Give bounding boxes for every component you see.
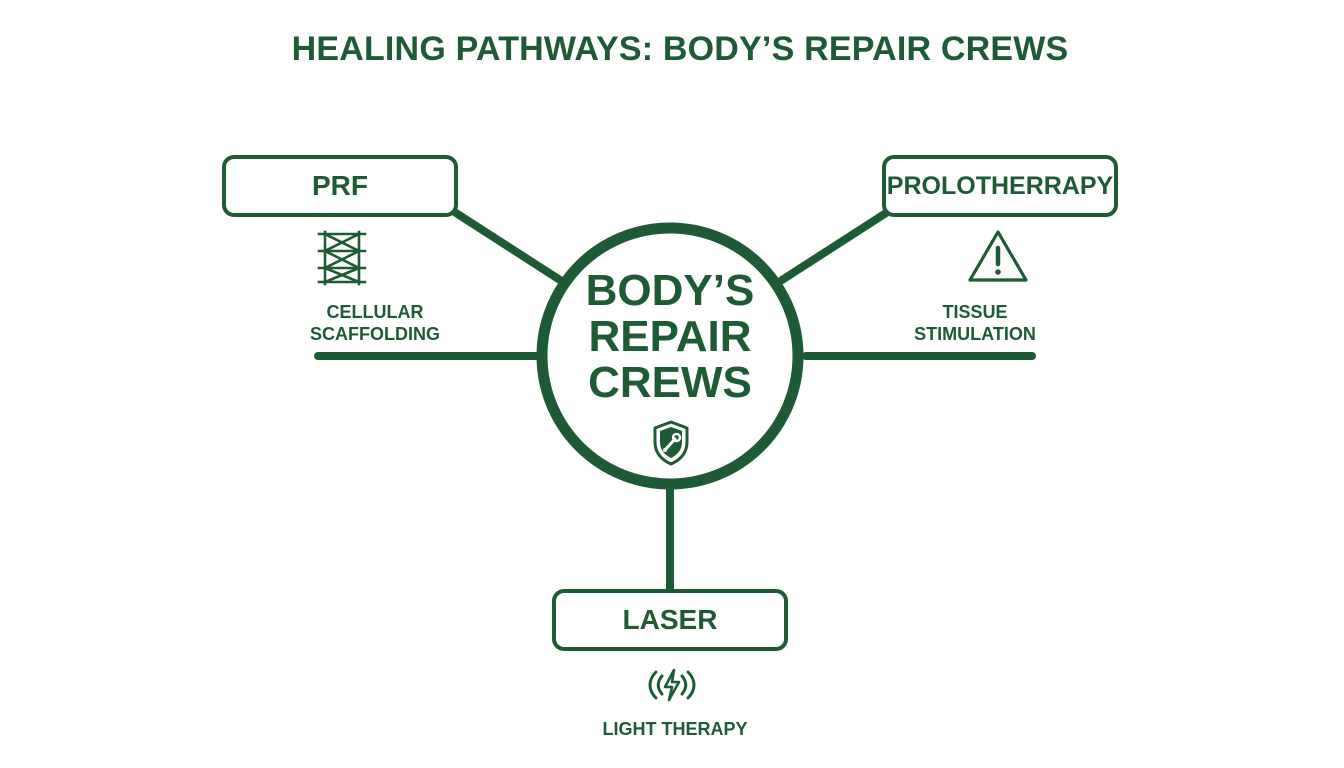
caption-line: CELLULAR bbox=[326, 302, 424, 322]
node-prolotherapy-caption: TISSUE STIMULATION bbox=[890, 301, 1060, 345]
caption-line: SCAFFOLDING bbox=[310, 324, 440, 344]
connector-prolotherapy bbox=[778, 209, 890, 284]
scaffolding-icon bbox=[317, 230, 367, 286]
caption-line: TISSUE bbox=[942, 302, 1008, 322]
node-prf-label: PRF bbox=[312, 170, 368, 201]
node-laser: LASER bbox=[552, 589, 788, 651]
diagram-title: HEALING PATHWAYS: BODY’S REPAIR CREWS bbox=[291, 30, 1069, 68]
hub-label-line: CREWS bbox=[588, 358, 752, 407]
hub-label: BODY’S REPAIR CREWS bbox=[560, 268, 780, 406]
warning-triangle-icon bbox=[968, 230, 1028, 282]
hub-label-line: REPAIR bbox=[588, 312, 752, 361]
caption-line: STIMULATION bbox=[914, 324, 1036, 344]
node-prolotherapy-label: PROLOTHERRAPY bbox=[886, 171, 1114, 200]
lightning-waves-icon bbox=[648, 668, 696, 702]
node-prf-caption: CELLULAR SCAFFOLDING bbox=[290, 301, 460, 345]
node-prolotherapy: PROLOTHERRAPY bbox=[882, 155, 1118, 217]
hub-label-line: BODY’S bbox=[585, 266, 755, 315]
node-laser-label: LASER bbox=[622, 604, 718, 635]
node-laser-caption: LIGHT THERAPY bbox=[570, 718, 780, 740]
caption-line: LIGHT THERAPY bbox=[602, 719, 748, 739]
node-prf: PRF bbox=[222, 155, 458, 217]
connector-prf bbox=[452, 209, 564, 284]
shield-wrench-icon bbox=[653, 420, 689, 466]
hub-circle bbox=[536, 222, 804, 490]
